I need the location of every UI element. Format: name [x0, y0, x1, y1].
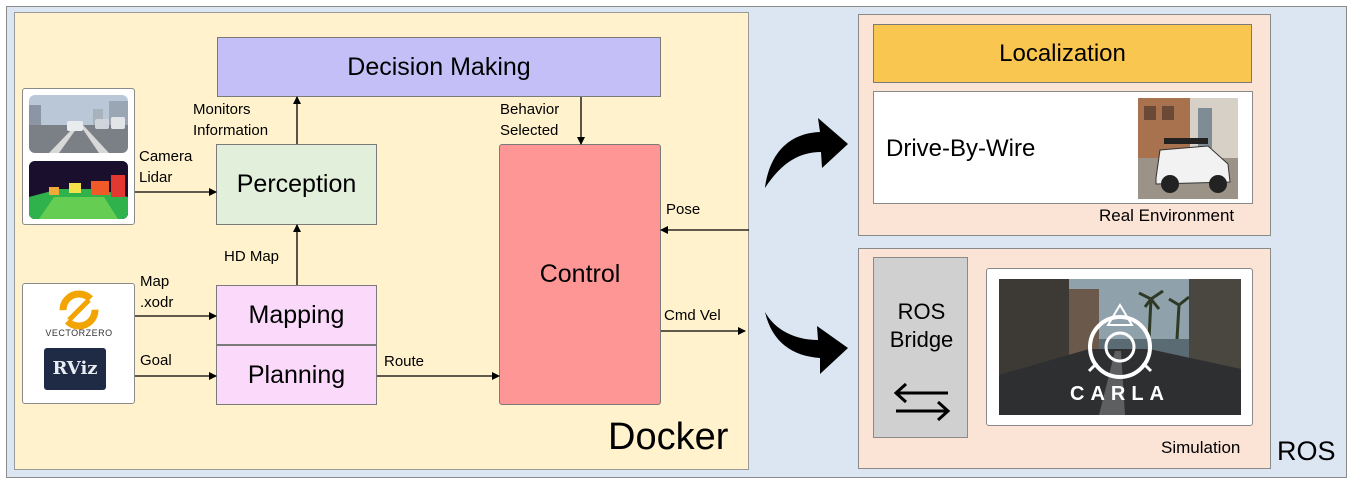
camera-lidar-label: Camera Lidar: [139, 146, 192, 188]
simulation-label: Simulation: [1161, 438, 1241, 457]
lidar-label: Lidar: [139, 169, 173, 186]
sensor-image-frame: [22, 88, 135, 225]
behavior-line2: Selected: [500, 122, 559, 139]
hd-map-label: HD Map: [224, 248, 280, 265]
real-environment-panel: Localization Drive-By-Wire Real Environm…: [858, 14, 1271, 236]
real-environment-label: Real Environment: [1099, 206, 1235, 225]
docker-title: Docker: [608, 416, 729, 458]
tools-logo-frame: VECTORZERO RViz: [22, 283, 135, 404]
map-xodr-label: Map .xodr: [140, 271, 173, 313]
localization-box: Localization: [873, 24, 1252, 83]
ros-bridge-box: ROS Bridge: [873, 257, 968, 438]
mapping-box: Mapping: [216, 285, 377, 345]
carla-logo-text: CARLA: [1070, 383, 1170, 405]
localization-label: Localization: [999, 39, 1126, 67]
mapping-label: Mapping: [248, 300, 345, 329]
perception-box: Perception: [216, 144, 377, 225]
camera-label: Camera: [139, 148, 193, 165]
map-label: Map: [140, 273, 170, 290]
carla-image: CARLA: [999, 279, 1241, 415]
vehicle-photo: [1138, 98, 1238, 199]
ros-title: ROS: [1277, 436, 1336, 466]
behavior-line1: Behavior: [500, 101, 560, 118]
rviz-logo: RViz: [44, 348, 106, 390]
lidar-image: [29, 161, 128, 219]
camera-image: [29, 95, 128, 153]
decision-making-box: Decision Making: [217, 37, 661, 97]
ros-bridge-line1: ROS: [897, 299, 946, 324]
monitors-label: Monitors Information: [193, 99, 268, 141]
cmd-vel-label: Cmd Vel: [664, 307, 721, 324]
decision-making-label: Decision Making: [347, 52, 531, 81]
drive-by-wire-box: Drive-By-Wire: [873, 91, 1253, 204]
planning-label: Planning: [247, 360, 346, 389]
control-label: Control: [539, 260, 621, 288]
curved-arrow-down: [765, 312, 848, 374]
vectorzero-logo-text: VECTORZERO: [45, 328, 113, 338]
carla-image-frame: CARLA: [986, 268, 1253, 426]
behavior-label: Behavior Selected: [500, 99, 559, 141]
perception-label: Perception: [236, 170, 357, 198]
drive-by-wire-label: Drive-By-Wire: [886, 135, 1036, 162]
planning-box: Planning: [216, 345, 377, 405]
route-label: Route: [384, 353, 425, 370]
vectorzero-logo: VECTORZERO: [31, 290, 127, 342]
simulation-panel: ROS Bridge: [858, 248, 1271, 469]
curved-arrow-up: [765, 118, 848, 188]
ros-bridge-line2: Bridge: [889, 327, 954, 352]
monitors-line1: Monitors: [193, 101, 251, 118]
bidirectional-arrows-icon: [893, 382, 951, 422]
pose-label: Pose: [666, 201, 701, 218]
control-box: Control: [499, 144, 661, 405]
monitors-line2: Information: [193, 122, 269, 139]
xodr-label: .xodr: [140, 294, 174, 311]
goal-label: Goal: [140, 352, 172, 369]
rviz-logo-text: RViz: [52, 358, 98, 379]
ros-bridge-label: ROS Bridge: [874, 298, 969, 354]
